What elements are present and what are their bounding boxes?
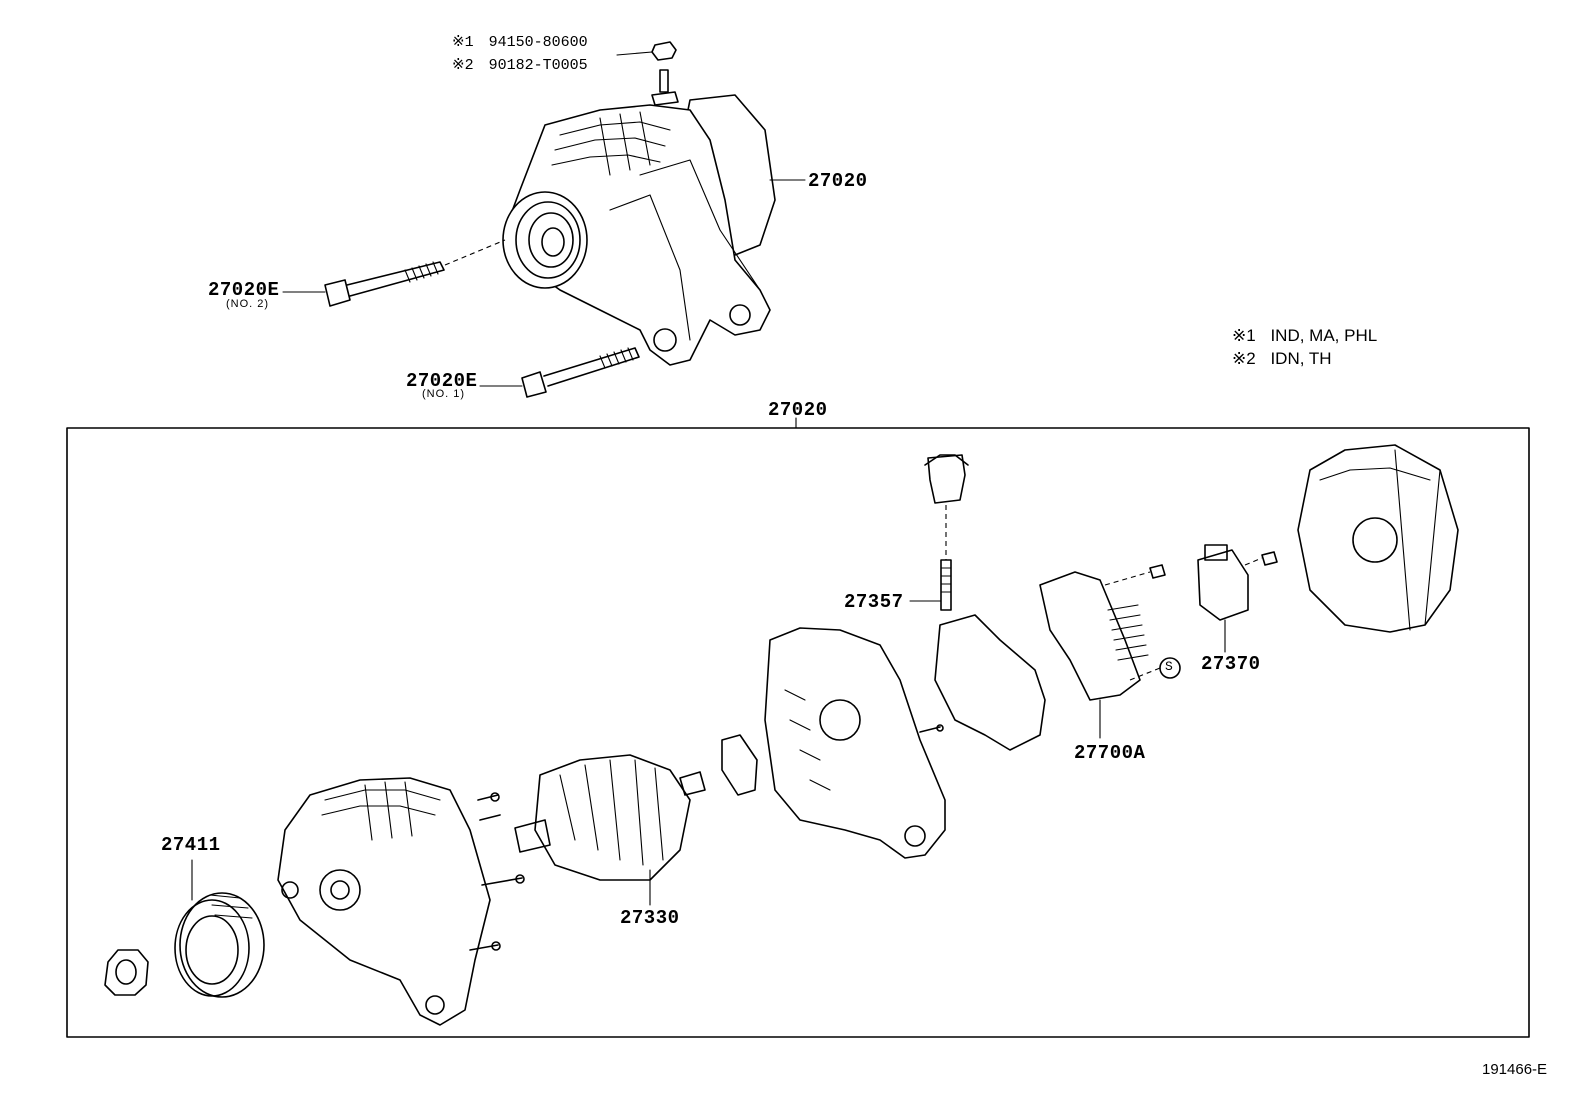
s-mark-label: S [1165, 659, 1173, 674]
legend-1-mark: ※1 [1232, 326, 1256, 345]
legend-1: ※1 IND, MA, PHL [1232, 327, 1377, 344]
brush-holder-illustration [1197, 544, 1278, 653]
label-regulator[interactable]: 27700A [1074, 742, 1146, 764]
rectifier-illustration [934, 614, 1046, 751]
pulley-nut-illustration [104, 949, 149, 996]
terminal-insulator-illustration [909, 454, 969, 611]
label-brush-holder[interactable]: 27370 [1201, 653, 1261, 675]
rear-seal-illustration [721, 734, 758, 796]
label-rotor[interactable]: 27330 [620, 907, 680, 929]
note-1-mark: ※1 [452, 34, 474, 51]
note-1-part: 94150-80600 [488, 34, 588, 51]
note-2: ※2 90182-T0005 [452, 58, 588, 73]
s-mark-circle [1159, 657, 1181, 679]
exploded-view-frame [66, 427, 1530, 1038]
label-box-header[interactable]: 27020 [768, 399, 828, 421]
bolt-no1-illustration [521, 347, 640, 398]
regulator-illustration [1039, 564, 1166, 739]
note-1: ※1 94150-80600 [452, 35, 588, 50]
label-bolt-no1-sub: (NO. 1) [422, 388, 466, 400]
rear-cover-illustration [1297, 444, 1459, 633]
legend-2-text: IDN, TH [1270, 349, 1332, 368]
rotor-illustration [514, 754, 706, 906]
legend-1-text: IND, MA, PHL [1270, 326, 1378, 345]
label-pulley[interactable]: 27411 [161, 834, 221, 856]
label-bolt-no2[interactable]: 27020E [208, 279, 280, 301]
label-terminal-insulator[interactable]: 27357 [844, 591, 904, 613]
label-bolt-no2-sub: (NO. 2) [226, 298, 270, 310]
bolt-no2-illustration [324, 239, 506, 307]
legend-2: ※2 IDN, TH [1232, 350, 1332, 367]
diagram-code: 191466-E [1482, 1061, 1548, 1078]
legend-2-mark: ※2 [1232, 349, 1256, 368]
pulley-illustration [174, 859, 265, 998]
rectifier-end-frame-illustration [764, 627, 946, 859]
drive-end-frame-illustration [277, 777, 525, 1026]
label-alternator-assy[interactable]: 27020 [808, 170, 868, 192]
note-2-part: 90182-T0005 [488, 57, 588, 74]
note-2-mark: ※2 [452, 57, 474, 74]
label-bolt-no1[interactable]: 27020E [406, 370, 478, 392]
alternator-assembly-illustration [502, 41, 776, 366]
